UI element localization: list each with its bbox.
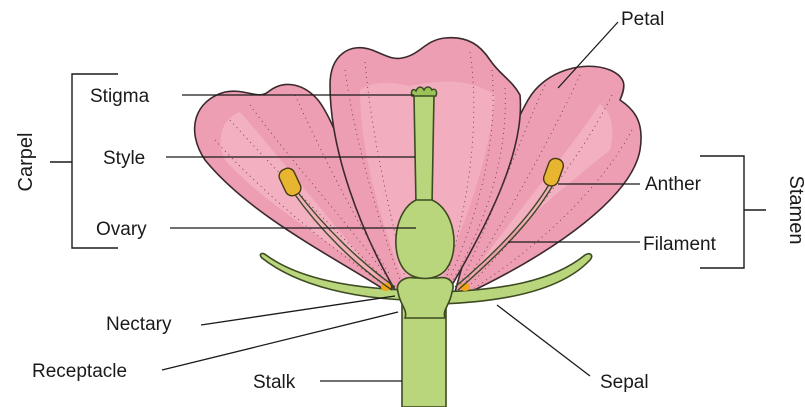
label-ovary: Ovary bbox=[96, 219, 147, 240]
label-filament: Filament bbox=[643, 234, 717, 255]
label-sepal: Sepal bbox=[600, 372, 649, 393]
style-shape bbox=[414, 95, 434, 205]
label-stalk: Stalk bbox=[253, 372, 296, 393]
group-label-stamen: Stamen bbox=[785, 176, 805, 245]
label-receptacle: Receptacle bbox=[32, 361, 127, 382]
label-nectary: Nectary bbox=[106, 314, 172, 335]
label-style: Style bbox=[103, 148, 145, 169]
label-petal: Petal bbox=[621, 9, 664, 30]
receptacle-shape bbox=[397, 278, 453, 318]
label-stigma: Stigma bbox=[90, 86, 150, 107]
label-anther: Anther bbox=[645, 174, 702, 195]
ovary-shape bbox=[396, 200, 454, 279]
group-label-carpel: Carpel bbox=[15, 133, 37, 192]
